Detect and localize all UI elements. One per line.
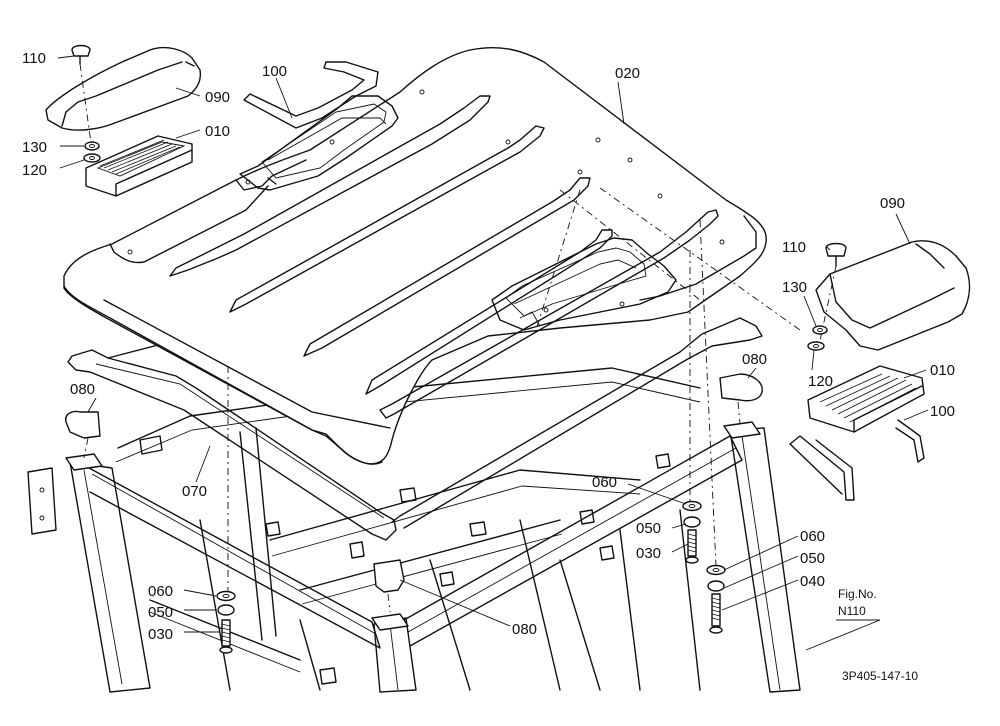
label-040: 040 (800, 573, 825, 590)
label-050-left: 050 (148, 604, 173, 621)
mount-080-right (719, 373, 763, 425)
bolt-stack-middle (682, 250, 702, 564)
left-filter-assembly (45, 44, 202, 197)
label-080-right: 080 (742, 351, 767, 368)
left-handle-100 (243, 61, 379, 129)
label-060-mid: 060 (592, 474, 617, 491)
label-030-left: 030 (148, 626, 173, 643)
label-100-right: 100 (930, 403, 955, 420)
bolt-stack-left (216, 366, 236, 654)
label-120-right: 120 (808, 373, 833, 390)
label-130-left: 130 (22, 139, 47, 156)
label-080-left: 080 (70, 381, 95, 398)
label-120-left: 120 (22, 162, 47, 179)
label-130-right: 130 (782, 279, 807, 296)
label-050-right: 050 (800, 550, 825, 567)
label-060-left: 060 (148, 583, 173, 600)
roof-020 (63, 47, 767, 465)
part-labels: 110 090 100 020 130 010 120 090 110 130 … (22, 50, 955, 643)
label-110-left: 110 (22, 50, 46, 67)
fig-title: Fig.No. (838, 587, 877, 601)
label-020: 020 (615, 65, 640, 82)
label-030-mid: 030 (636, 545, 661, 562)
mount-080-left (65, 410, 101, 459)
label-070: 070 (182, 483, 207, 500)
label-010-left: 010 (205, 123, 230, 140)
figure-reference: Fig.No. N110 3P405-147-10 (838, 587, 918, 683)
label-090-left: 090 (205, 89, 230, 106)
mount-080-bottom (373, 559, 405, 613)
label-110-right: 110 (782, 239, 806, 256)
label-060-right: 060 (800, 528, 825, 545)
drawing-code: 3P405-147-10 (842, 669, 918, 683)
label-080-bottom: 080 (512, 621, 537, 638)
bolt-stack-right (699, 219, 726, 634)
label-100-top: 100 (262, 63, 287, 80)
leader-lines (57, 55, 929, 651)
cabin-frame (27, 367, 801, 693)
label-010-right: 010 (930, 362, 955, 379)
label-090-right: 090 (880, 195, 905, 212)
fig-number: N110 (838, 604, 866, 618)
label-050-mid: 050 (636, 520, 661, 537)
right-filter-assembly (789, 240, 971, 501)
